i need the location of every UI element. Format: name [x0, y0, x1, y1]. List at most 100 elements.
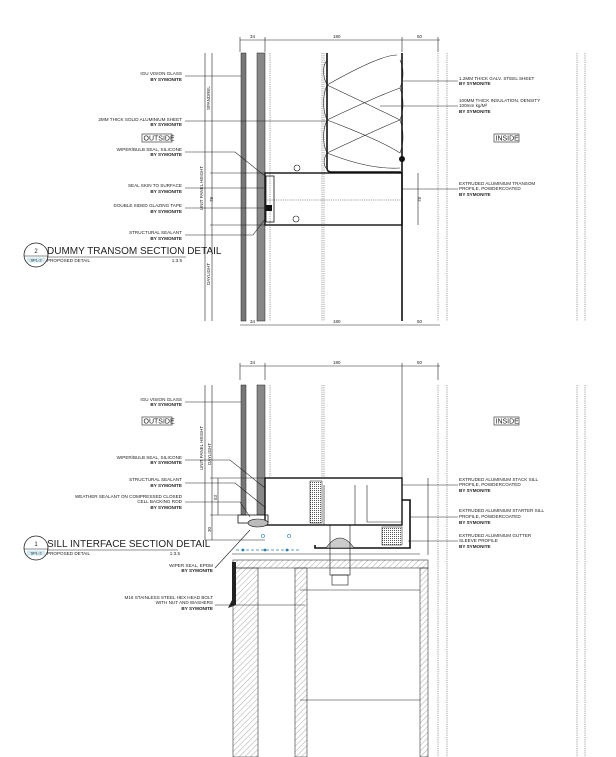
label-by: BY SYMONITE	[459, 544, 491, 549]
label-by: BY SYMONITE	[459, 192, 491, 197]
stack-sill-profile	[237, 477, 411, 586]
label: DOUBLE SIDED GLAZING TAPE	[114, 203, 183, 208]
dim-50: 50	[417, 319, 423, 324]
detail-subtitle: PROPOSED DETAIL	[47, 551, 90, 556]
label-by: BY SYMONITE	[150, 483, 182, 488]
transom-title-block: 2 SPL-2 DUMMY TRANSOM SECTION DETAIL PRO…	[23, 242, 222, 268]
label: IGU VISION GLASS	[140, 71, 182, 76]
slab-and-steel-beam	[228, 559, 429, 757]
label: PROFILE, POWDERCOATED	[459, 514, 521, 519]
transom-detail: 34 180 50 34 180 50 SPANDREL	[23, 34, 586, 326]
label: STRUCTURAL SEALANT	[129, 230, 182, 235]
label-by: BY SYMONITE	[150, 209, 182, 214]
sill-vertical-dimensions: UNIT PANEL HEIGHT DAYLIGHT 53 30	[199, 385, 429, 555]
dim-180: 180	[333, 319, 341, 324]
sill-detail: 34 180 50	[23, 360, 586, 757]
detail-title: SILL INTERFACE SECTION DETAIL	[47, 539, 211, 550]
igu-glass	[240, 52, 271, 322]
gutter-line	[232, 534, 420, 555]
outside-tag: OUTSIDE	[141, 133, 175, 143]
label: IGU VISION GLASS	[140, 397, 182, 402]
label: EXTRUDED ALUMINIUM STACK SILL	[459, 477, 538, 482]
label: WIPER SEAL, EPDM	[169, 563, 213, 568]
transom-vertical-dimensions: SPANDREL UNIT PANEL HEIGHT DAYLIGHT 78 7…	[199, 53, 422, 321]
label-by: BY SYMONITE	[459, 488, 491, 493]
detail-scale: 1:3.5	[170, 551, 181, 556]
dim-50: 50	[417, 34, 423, 39]
dim-30: 30	[207, 526, 212, 532]
inside-label: INSIDE	[496, 136, 520, 143]
sill-outside-tag: OUTSIDE	[141, 416, 175, 426]
transom-profile	[264, 164, 403, 226]
outside-label: OUTSIDE	[144, 419, 175, 426]
label-by: BY SYMONITE	[150, 460, 182, 465]
spandrel-dim: SPANDREL	[206, 86, 211, 110]
detail-number: 1	[34, 542, 38, 548]
dim-53: 53	[213, 494, 218, 500]
label-by: BY SYMONITE	[150, 402, 182, 407]
sill-left-labels: IGU VISION GLASS BY SYMONITE WIPER/BULB …	[75, 397, 213, 611]
label: STRUCTURAL SEALANT	[129, 477, 182, 482]
label-by: BY SYMONITE	[181, 606, 213, 611]
detail-scale: 1:3.5	[172, 258, 183, 263]
sheet-ref: SPL-2	[30, 258, 42, 263]
label: 1.2MM THICK GALV. STEEL SHEET	[459, 76, 535, 81]
sill-title-block: 1 SPL-2 SILL INTERFACE SECTION DETAIL PR…	[23, 535, 211, 561]
sill-inside-tag: INSIDE	[493, 416, 520, 426]
sill-leaders	[185, 401, 458, 606]
dim-34: 34	[250, 319, 256, 324]
transom-bottom-dimension: 34 180 50	[240, 319, 440, 326]
detail-subtitle: PROPOSED DETAIL	[47, 258, 90, 263]
label: EXTRUDED ALUMINIUM TRANSOM	[459, 181, 535, 186]
insulation	[323, 53, 405, 173]
label-by: BY SYMONITE	[459, 109, 491, 114]
label: WIPER/BULB SEAL, SILICONE	[117, 455, 182, 460]
label: M16 STAINLESS STEEL HEX HEAD BOLT	[125, 595, 214, 600]
label-by: BY SYMONITE	[150, 77, 182, 82]
label: WITH NUT AND WASHERS	[156, 600, 213, 605]
label-by: BY SYMONITE	[150, 189, 182, 194]
inside-tag: INSIDE	[493, 133, 520, 143]
label: EXTRUDED ALUMINIUM GUTTER	[459, 533, 532, 538]
label: EXTRUDED ALUMINIUM STARTER SILL	[459, 508, 545, 513]
dim-78: 78	[209, 196, 214, 202]
label: PROFILE, POWDERCOATED	[459, 482, 521, 487]
outside-label: OUTSIDE	[144, 136, 175, 143]
daylight-dim: DAYLIGHT	[206, 263, 211, 285]
label: PROFILE, POWDERCOATED	[459, 186, 521, 191]
sheet-ref: SPL-2	[30, 551, 42, 556]
transom-top-dimension: 34 180 50	[239, 34, 440, 52]
dim-34: 34	[250, 34, 256, 39]
label: SEAL SKIN TO SURFACE	[128, 183, 182, 188]
label-by: BY SYMONITE	[150, 122, 182, 127]
daylight-dim: DAYLIGHT	[207, 443, 212, 465]
dim-78: 78	[417, 196, 422, 202]
label-by: BY SYMONITE	[181, 568, 213, 573]
label: SLEEVE PROFILE	[459, 538, 498, 543]
label: WIPER/BULB SEAL, SILICONE	[117, 147, 182, 152]
dim-180: 180	[333, 360, 341, 365]
unit-panel-height-dim: UNIT PANEL HEIGHT	[199, 426, 204, 470]
dim-180: 180	[333, 34, 341, 39]
label-by: BY SYMONITE	[459, 81, 491, 86]
label: 100MM THICK INSULATION, DENSITY	[459, 98, 540, 103]
label: WEATHER SEALANT ON COMPRESSED CLOSED	[75, 494, 183, 499]
label: 100mm kg/M³	[459, 103, 488, 108]
label: 2MM THICK SOLID ALUMINIUM SHEET	[98, 117, 182, 122]
sill-right-labels: EXTRUDED ALUMINIUM STACK SILL PROFILE, P…	[459, 477, 545, 549]
sill-top-dimension: 34 180 50	[239, 360, 440, 478]
transom-right-labels: 1.2MM THICK GALV. STEEL SHEET BY SYMONIT…	[459, 76, 540, 197]
label-by: BY SYMONITE	[459, 520, 491, 525]
transom-left-labels: IGU VISION GLASS BY SYMONITE 2MM THICK S…	[98, 71, 182, 241]
label-by: BY SYMONITE	[150, 236, 182, 241]
detail-title: DUMMY TRANSOM SECTION DETAIL	[47, 246, 222, 257]
dim-50: 50	[417, 360, 423, 365]
label-by: BY SYMONITE	[150, 152, 182, 157]
label-by: BY SYMONITE	[150, 505, 182, 510]
dim-34: 34	[250, 360, 256, 365]
label: CELL BACKING ROD	[137, 499, 182, 504]
transom-leaders	[185, 75, 458, 236]
inside-label: INSIDE	[496, 419, 520, 426]
